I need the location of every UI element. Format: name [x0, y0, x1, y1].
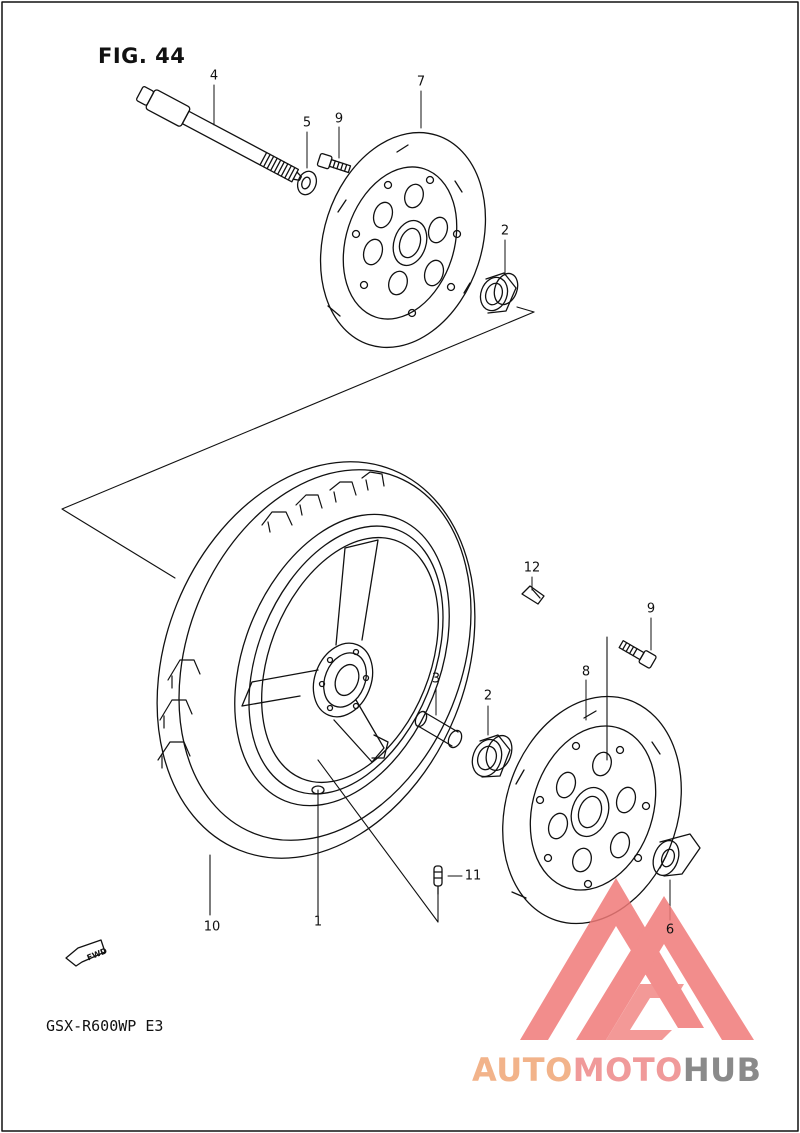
brake-disc-upper — [319, 131, 487, 349]
model-label: GSX-R600WP E3 — [46, 1017, 164, 1035]
wheel-spokes — [241, 539, 389, 763]
callout-2-top[interactable]: 2 — [500, 223, 510, 239]
callout-12[interactable]: 12 — [523, 560, 541, 576]
disc-bolt-top — [316, 152, 352, 174]
brake-disc-lower — [502, 695, 682, 925]
watermark-hub: HUB — [682, 1051, 762, 1089]
callout-11[interactable]: 11 — [464, 868, 482, 884]
air-valve — [433, 865, 443, 895]
tire-tread — [157, 471, 385, 769]
callout-4[interactable]: 4 — [209, 68, 219, 84]
watermark-auto: AUTO — [472, 1051, 573, 1089]
axle-spacer — [414, 710, 463, 749]
callout-9-lower[interactable]: 9 — [646, 601, 656, 617]
figure-title: FIG. 44 — [98, 44, 186, 68]
bearing-lower — [471, 734, 513, 778]
fwd-label: FWD — [86, 946, 109, 962]
callout-6[interactable]: 6 — [665, 922, 675, 938]
fwd-arrow — [65, 939, 106, 967]
leader-lines — [213, 84, 671, 921]
wheel-hub — [312, 642, 374, 718]
axle-part — [136, 86, 303, 183]
callout-10[interactable]: 10 — [203, 919, 221, 935]
wheel-collar — [652, 833, 701, 877]
watermark-moto: MOTO — [572, 1051, 683, 1089]
watermark-text: AUTOMOTOHUB — [472, 1051, 762, 1089]
valve-cap — [521, 585, 545, 605]
spacer-part — [296, 170, 318, 196]
callout-2-lower[interactable]: 2 — [483, 688, 493, 704]
callout-1[interactable]: 1 — [313, 914, 323, 930]
callout-3[interactable]: 3 — [431, 671, 441, 687]
wheel-rim — [234, 513, 450, 807]
callout-5[interactable]: 5 — [302, 115, 312, 131]
bearing-upper — [479, 272, 519, 314]
assembly-lines — [61, 306, 608, 923]
callout-8[interactable]: 8 — [581, 664, 591, 680]
callout-7[interactable]: 7 — [416, 74, 426, 90]
callout-9-top[interactable]: 9 — [334, 111, 344, 127]
disc-bolt-lower — [618, 640, 657, 669]
watermark-logo — [520, 878, 754, 1040]
tire-part — [156, 461, 476, 859]
